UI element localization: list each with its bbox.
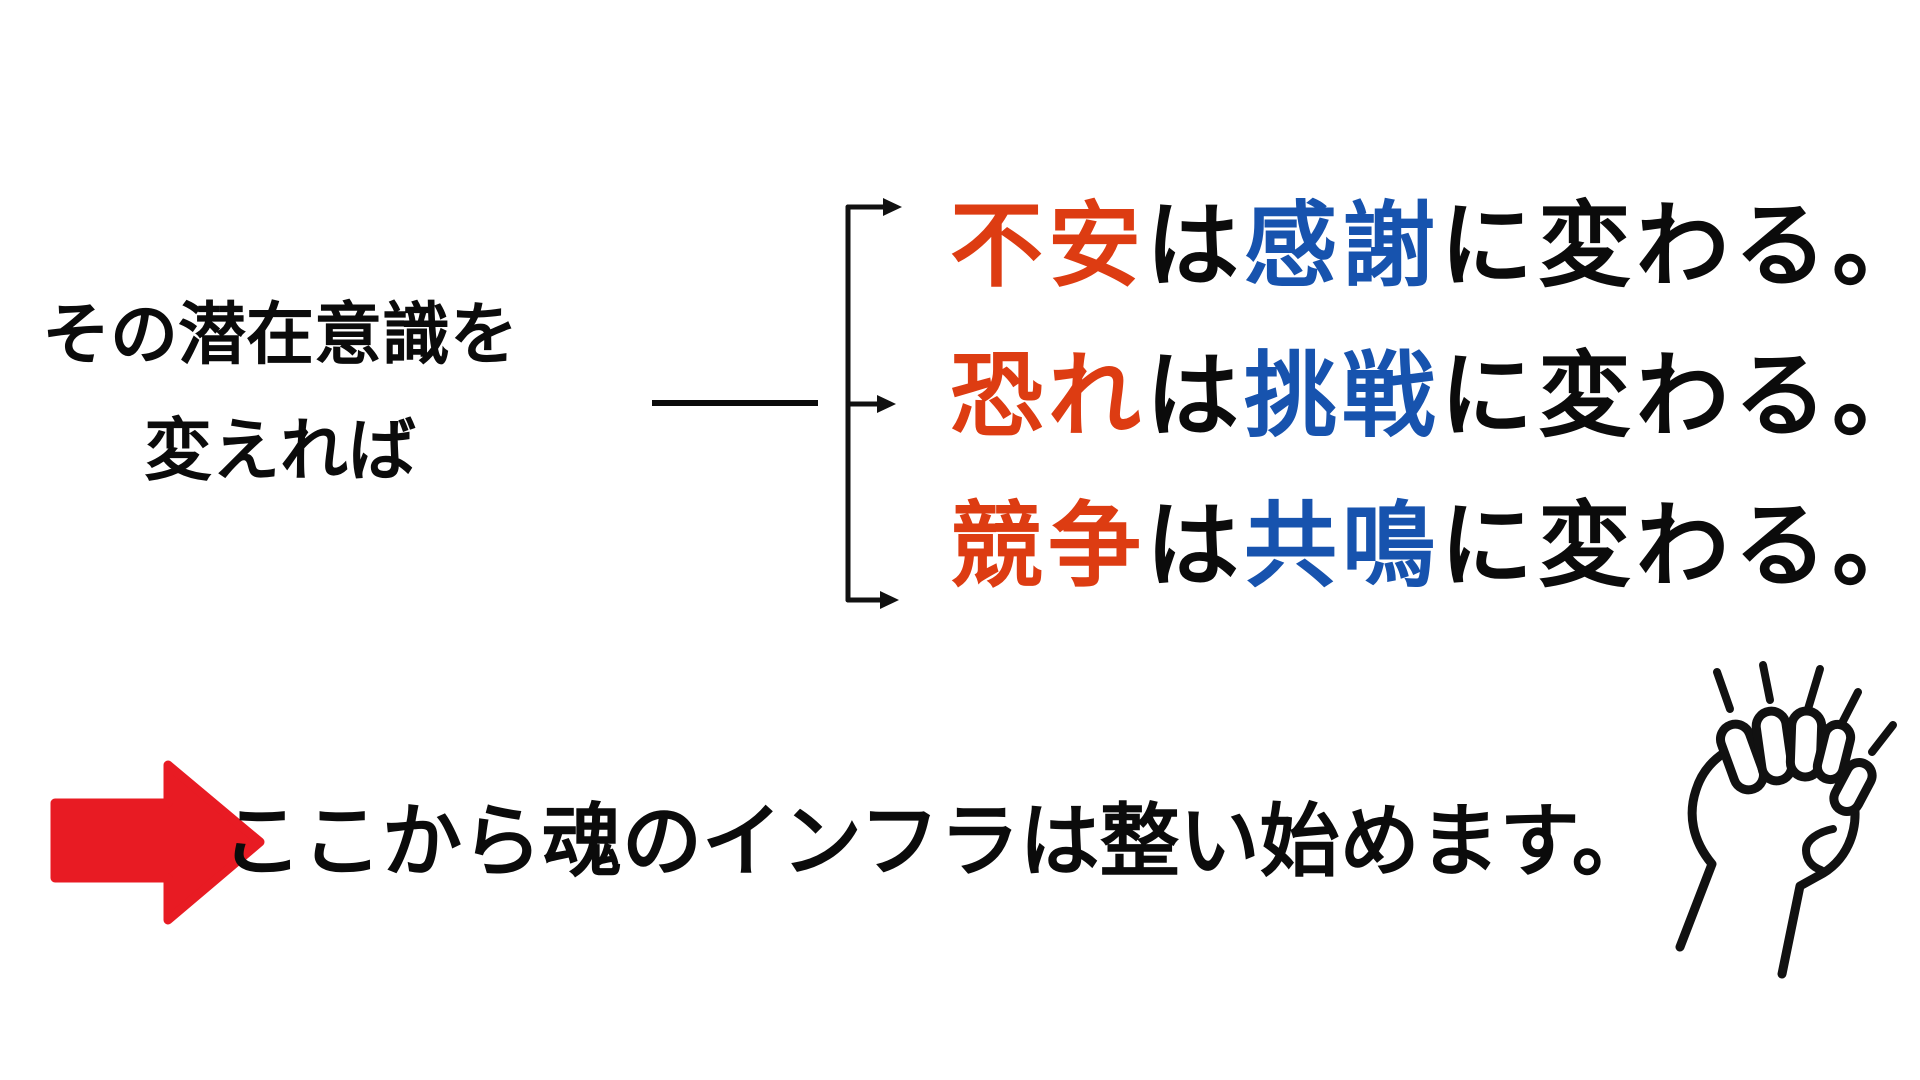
premise-text-block: その潜在意識を 変えれば <box>40 278 520 509</box>
branch-2-subject: 恐れ <box>950 344 1146 448</box>
branch-row-2: 恐れは挑戦に変わる。 <box>950 350 1920 443</box>
premise-line-2: 変えれば <box>143 412 416 489</box>
red-right-arrow-icon <box>50 760 265 925</box>
branch-row-1: 不安は感謝に変わる。 <box>950 200 1920 293</box>
branch-1-result: 感謝 <box>1244 194 1440 298</box>
branch-3-subject: 競争 <box>950 494 1146 598</box>
branch-bracket-icon <box>845 198 902 609</box>
conclusion-text: ここから魂のインフラは整い始めます。 <box>222 797 1652 886</box>
branch-1-suffix: に変わる。 <box>1440 194 1920 298</box>
branch-3-result: 共鳴 <box>1244 494 1440 598</box>
branch-3-suffix: に変わる。 <box>1440 494 1920 598</box>
branch-2-result: 挑戦 <box>1244 344 1440 448</box>
raised-fist-icon <box>1675 661 1897 979</box>
premise-line-1: その潜在意識を <box>41 297 518 373</box>
branch-1-subject: 不安 <box>950 194 1146 298</box>
branch-row-3: 競争は共鳴に変わる。 <box>950 500 1920 593</box>
branch-2-suffix: に変わる。 <box>1440 344 1920 448</box>
branch-2-particle: は <box>1146 344 1244 448</box>
branch-3-particle: は <box>1146 494 1244 598</box>
emphasis-ray <box>1713 668 1734 713</box>
connector-line <box>652 400 818 406</box>
branch-1-particle: は <box>1146 194 1244 298</box>
